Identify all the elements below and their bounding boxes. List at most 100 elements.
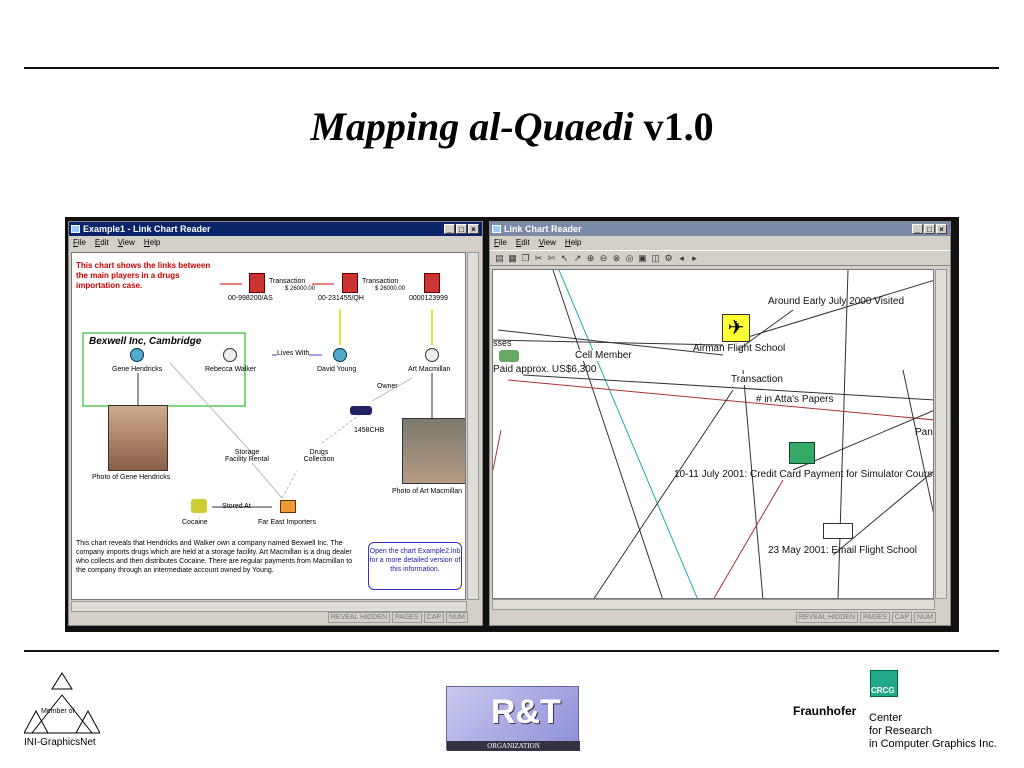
company-box-title: Bexwell Inc, Cambridge — [89, 336, 202, 347]
cell-member-label: Cell Member — [575, 350, 632, 361]
building-icon — [280, 500, 296, 513]
triangle-logo-icon — [23, 672, 101, 734]
status-pages: PAGES — [860, 612, 890, 623]
title-version: v1.0 — [643, 104, 714, 149]
bottom-rule — [24, 650, 999, 652]
unlink-icon[interactable]: ✄ — [547, 253, 556, 263]
left-chart-canvas[interactable]: This chart shows the links between the m… — [71, 252, 466, 600]
menu-help[interactable]: Help — [143, 238, 161, 247]
link-icon[interactable]: ✂ — [534, 253, 543, 263]
print-icon[interactable]: ▦ — [508, 253, 517, 263]
close-button[interactable]: × — [468, 224, 479, 234]
airplane-icon: ✈ — [722, 314, 750, 342]
left-status-bar: REVEAL HIDDEN PAGES CAP NUM — [327, 612, 468, 623]
transaction-label: Transaction — [731, 374, 783, 385]
fraunhofer-label: Fraunhofer — [793, 704, 857, 718]
amount-label-2: $ 26000.00 — [375, 286, 406, 292]
right-chart-canvas[interactable]: Around Early July 2000 Visited ✈ Airman … — [492, 269, 934, 599]
zoom-out-icon[interactable]: ⊖ — [599, 253, 608, 263]
crcg-label: CRCG — [871, 686, 895, 695]
center-line-1: Center — [869, 712, 903, 724]
left-vertical-scrollbar[interactable] — [467, 252, 479, 600]
chart-note: This chart shows the links between the m… — [76, 261, 211, 290]
menu-help[interactable]: Help — [564, 238, 582, 247]
airman-label: Airman Flight School — [693, 343, 786, 354]
menu-view[interactable]: View — [117, 238, 135, 247]
open-icon[interactable]: ▤ — [495, 253, 504, 263]
settings-icon[interactable]: ⚙ — [664, 253, 673, 263]
account-2: 00-231455/QH — [318, 295, 364, 302]
account-1: 00-998200/AS — [228, 295, 273, 302]
pointer-alt-icon[interactable]: ↗ — [573, 253, 582, 263]
right-vertical-scrollbar[interactable] — [935, 269, 947, 599]
bank-statement-icon — [249, 273, 265, 293]
menu-edit[interactable]: Edit — [94, 238, 109, 247]
rt-org: ORGANIZATION — [447, 741, 580, 751]
maximize-button[interactable]: □ — [456, 224, 467, 234]
right-horizontal-scrollbar[interactable] — [492, 599, 935, 610]
left-title-bar: Example1 - Link Chart Reader _ □ × — [69, 222, 482, 236]
cocaine-icon — [191, 499, 207, 513]
fit-window-icon[interactable]: ▣ — [638, 253, 647, 263]
ini-graphicsnet-logo: Member of INI-GraphicsNet — [23, 671, 101, 751]
copy-icon[interactable]: ❐ — [521, 253, 530, 263]
status-reveal-hidden: REVEAL HIDDEN — [327, 612, 391, 623]
lives-with-label: Lives With — [277, 350, 310, 357]
pointer-icon[interactable]: ↖ — [560, 253, 569, 263]
minimize-button[interactable]: _ — [912, 224, 923, 234]
around-label: Around Early July 2000 Visited — [768, 296, 905, 307]
gene-photo — [108, 405, 168, 471]
zoom-fit-icon[interactable]: ⊗ — [612, 253, 621, 263]
storage-label: Storage Facility Rental — [225, 449, 269, 463]
status-num: NUM — [446, 612, 468, 623]
person-david: David Young — [317, 366, 357, 373]
sses-label: sses — [493, 338, 512, 348]
menu-view[interactable]: View — [538, 238, 556, 247]
person-icon — [223, 348, 237, 362]
zoom-in-icon[interactable]: ⊕ — [586, 253, 595, 263]
right-status-bar: REVEAL HIDDEN PAGES CAP NUM — [795, 612, 936, 623]
center-line-2: for Research — [869, 725, 932, 737]
bank-statement-icon — [342, 273, 358, 293]
atta-label: # in Atta's Papers — [756, 394, 834, 405]
status-reveal-hidden: REVEAL HIDDEN — [795, 612, 859, 623]
status-num: NUM — [914, 612, 936, 623]
person-art: Art Macmillan — [408, 366, 451, 373]
rt-name: R&T — [491, 693, 561, 731]
menu-edit[interactable]: Edit — [515, 238, 530, 247]
app-icon — [71, 225, 80, 233]
toolbar: ▤ ▦ ❐ ✂ ✄ ↖ ↗ ⊕ ⊖ ⊗ ◎ ▣ ◫ ⚙ ◂ ▸ — [490, 250, 950, 266]
car-plate: 1458CHB — [354, 427, 385, 434]
bank-statement-icon — [424, 273, 440, 293]
status-cap: CAP — [891, 612, 913, 623]
menu-file[interactable]: File — [494, 238, 507, 247]
app-icon — [492, 225, 501, 233]
zoom-reset-icon[interactable]: ◎ — [625, 253, 634, 263]
stored-at-label: Stored At — [222, 503, 251, 510]
person-icon — [425, 348, 439, 362]
car-icon — [350, 406, 372, 415]
drugs-label: Drugs Collection — [303, 449, 335, 463]
callout-box[interactable]: Open the chart Example2.lnb for a more d… — [368, 542, 462, 590]
layout-icon[interactable]: ◫ — [651, 253, 660, 263]
money-icon — [499, 350, 519, 362]
close-button[interactable]: × — [936, 224, 947, 234]
minimize-button[interactable]: _ — [444, 224, 455, 234]
ini-member-label: Member of — [41, 708, 75, 715]
back-icon[interactable]: ◂ — [679, 253, 684, 263]
left-window: Example1 - Link Chart Reader _ □ × File … — [68, 221, 483, 626]
forward-icon[interactable]: ▸ — [692, 253, 697, 263]
paid-label: Paid approx. US$6,300 — [493, 364, 597, 375]
transaction-label-2: Transaction — [362, 278, 399, 285]
importers-label: Far East Importers — [258, 519, 316, 526]
status-pages: PAGES — [392, 612, 422, 623]
status-cap: CAP — [423, 612, 445, 623]
left-menubar: File Edit View Help — [69, 236, 482, 250]
left-window-title: Example1 - Link Chart Reader — [83, 224, 211, 234]
left-horizontal-scrollbar[interactable] — [71, 601, 467, 612]
art-photo — [402, 418, 465, 484]
person-icon — [333, 348, 347, 362]
menu-file[interactable]: File — [73, 238, 86, 247]
maximize-button[interactable]: □ — [924, 224, 935, 234]
right-menubar: File Edit View Help — [490, 236, 950, 250]
